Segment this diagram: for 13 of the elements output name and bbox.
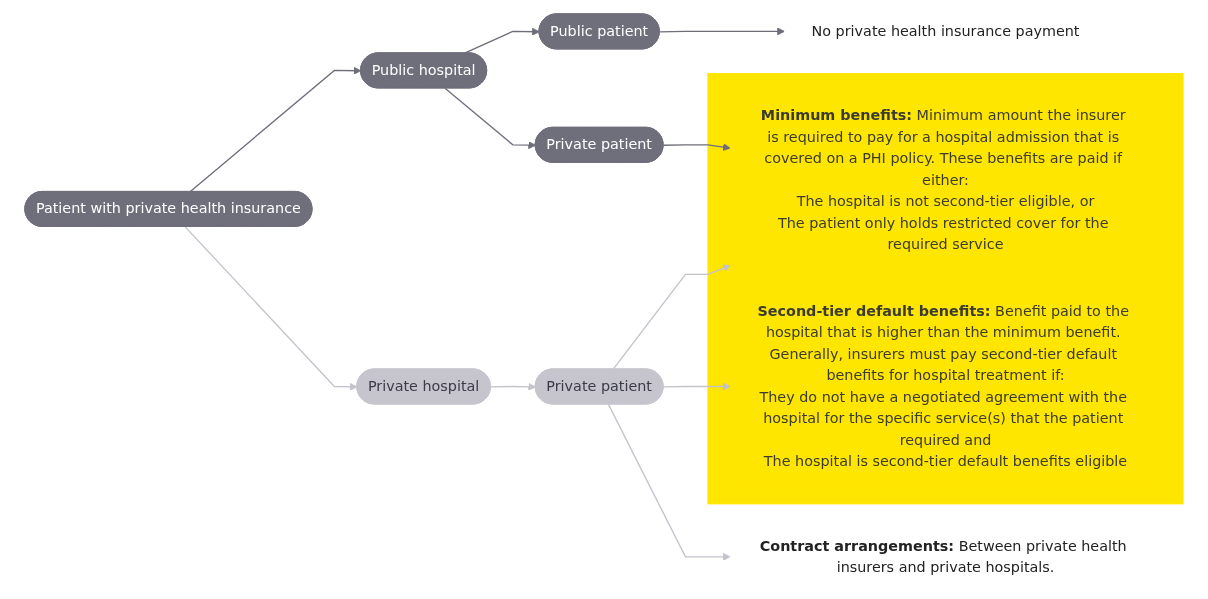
arrow (662, 143, 731, 151)
node-text: No private health insurance payment (811, 22, 1080, 40)
arrow (607, 403, 731, 561)
arrow (490, 382, 537, 391)
cluster (707, 73, 1184, 505)
node-text: Second-tier default benefits: Benefit paid to the hospital that is higher than the minimum benefit. Generally, insurers must pay second-tier default benefits for hospital treatment if: They do not have a negotiated agreement with the hospital for the specific service(s) that the patient required and The hospital is second-tier default benefits eligible (757, 302, 1129, 470)
arrow (189, 66, 362, 193)
arrow (662, 382, 731, 391)
node-text: Minimum benefits: Minimum amount the insurer is required to pay for a hospital admission that is covered on a PHI policy. These benefits are paid if either: The hospital is not second-tier eligible, or The patient only holds restricted cover for the required service (760, 106, 1126, 253)
arrow (659, 27, 785, 36)
arrow (184, 226, 358, 391)
node-text: Contract arrangements: Between private health insurers and private hospitals. (759, 537, 1127, 576)
arrow (444, 87, 537, 150)
